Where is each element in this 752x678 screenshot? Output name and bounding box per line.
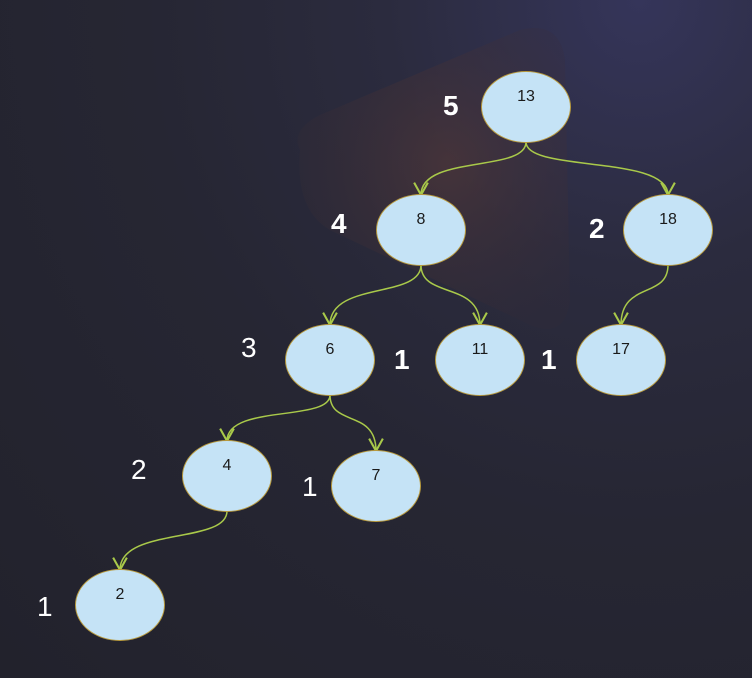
node-label: 8 (416, 211, 426, 228)
tree-node-18: 18 (623, 194, 713, 266)
tree-node-7: 7 (331, 450, 421, 522)
node-height-label: 2 (131, 454, 147, 485)
node-height-label: 2 (589, 213, 605, 244)
edge-8-to-11 (420, 264, 488, 328)
edge-8-to-6 (322, 264, 422, 328)
tree-node-11: 11 (435, 324, 525, 396)
node-height-label: 1 (302, 471, 318, 502)
node-label: 11 (471, 341, 489, 358)
node-label: 17 (612, 341, 630, 358)
node-label: 7 (371, 467, 381, 484)
tree-node-17: 17 (576, 324, 666, 396)
node-height-label: 4 (331, 208, 347, 239)
tree-node-4: 4 (182, 440, 272, 512)
node-label: 6 (325, 341, 335, 358)
edge-6-to-4 (219, 394, 331, 444)
edge-13-to-8 (413, 141, 527, 198)
node-height-label: 1 (37, 591, 53, 622)
tree-node-8: 8 (376, 194, 466, 266)
edge-13-to-18 (525, 141, 676, 198)
node-height-label: 1 (541, 344, 557, 375)
node-height-label: 3 (241, 332, 257, 363)
edge-18-to-17 (613, 264, 669, 328)
tree-node-6: 6 (285, 324, 375, 396)
tree-node-2: 2 (75, 569, 165, 641)
edge-6-to-7 (329, 394, 384, 454)
node-label: 18 (659, 211, 677, 228)
edge-4-to-2 (112, 510, 228, 573)
tree-node-13: 13 (481, 71, 571, 143)
node-label: 13 (517, 88, 535, 105)
node-height-label: 5 (443, 90, 459, 121)
node-height-label: 1 (394, 344, 410, 375)
node-label: 2 (115, 586, 125, 603)
node-label: 4 (222, 457, 232, 474)
